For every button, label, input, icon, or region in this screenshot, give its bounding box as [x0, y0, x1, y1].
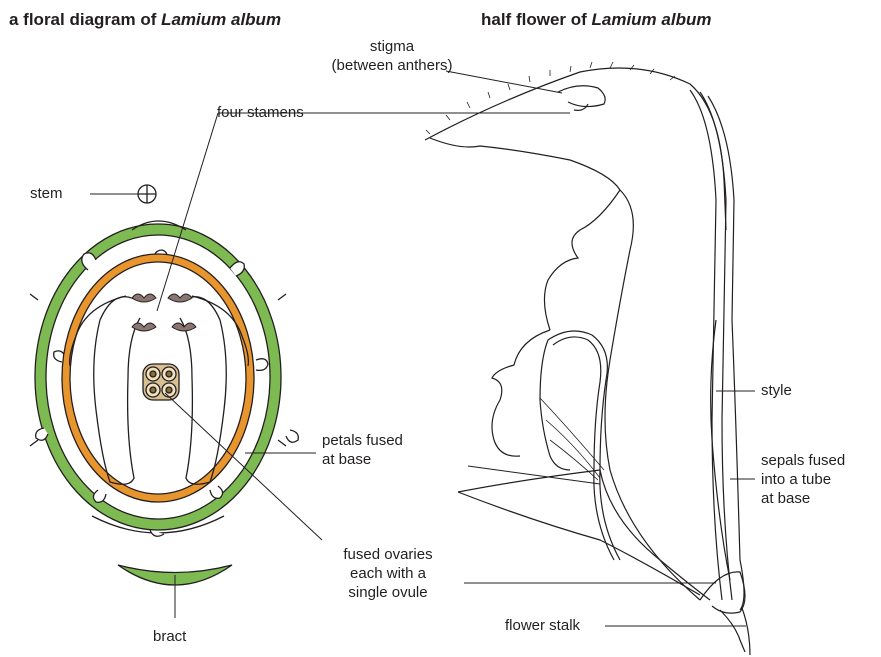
- label-flower-stalk: flower stalk: [505, 616, 580, 635]
- label-stigma: stigma (between anthers): [322, 37, 462, 75]
- half-leader-lines: [312, 71, 755, 626]
- label-stem: stem: [30, 184, 63, 203]
- label-ovaries-line1: fused ovaries: [318, 545, 458, 564]
- label-sepals-line2: into a tube: [761, 470, 845, 489]
- label-petals-line2: at base: [322, 450, 403, 469]
- label-fused-ovaries: fused ovaries each with a single ovule: [318, 545, 458, 602]
- label-sepals-line1: sepals fused: [761, 451, 845, 470]
- label-four-stamens: four stamens: [217, 103, 304, 122]
- label-petals-line1: petals fused: [322, 431, 403, 450]
- heading-half-flower: half flower of Lamium album: [481, 10, 711, 30]
- heading-floral-species: Lamium album: [161, 10, 281, 29]
- label-bract: bract: [153, 627, 186, 646]
- label-sepals-fused: sepals fused into a tube at base: [761, 451, 845, 508]
- fused-ovaries: [143, 364, 179, 400]
- label-stigma-line1: stigma: [322, 37, 462, 56]
- heading-floral-diagram: a floral diagram of Lamium album: [9, 10, 281, 30]
- stem-symbol: [138, 185, 156, 203]
- floral-diagram: [30, 113, 322, 618]
- label-stigma-line2: (between anthers): [322, 56, 462, 75]
- heading-floral-prefix: a floral diagram of: [9, 10, 161, 29]
- heading-half-species: Lamium album: [592, 10, 712, 29]
- label-petals-fused: petals fused at base: [322, 431, 403, 469]
- label-style: style: [761, 381, 792, 400]
- label-sepals-line3: at base: [761, 489, 845, 508]
- heading-half-prefix: half flower of: [481, 10, 592, 29]
- label-ovaries-line2: each with a: [318, 564, 458, 583]
- label-ovaries-line3: single ovule: [318, 583, 458, 602]
